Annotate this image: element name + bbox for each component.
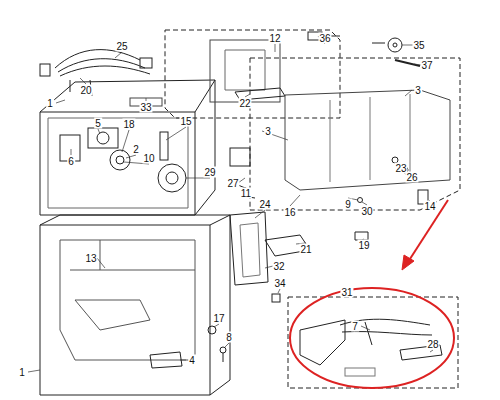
callout-number: 29 (203, 167, 216, 178)
callout-number: 16 (283, 207, 296, 218)
callout-number: 15 (179, 116, 192, 127)
callout-number: 34 (273, 278, 286, 289)
callout-number: 18 (122, 119, 135, 130)
callout-number: 31 (340, 287, 353, 298)
callout-number: 36 (318, 33, 331, 44)
callout-number: 30 (360, 206, 373, 217)
callout-number: 19 (357, 240, 370, 251)
callout-number: 25 (115, 41, 128, 52)
callout-number: 24 (258, 199, 271, 210)
callout-number: 32 (272, 261, 285, 272)
callout-number: 10 (142, 153, 155, 164)
callout-number: 35 (412, 40, 425, 51)
callout-number: 11 (240, 188, 252, 199)
callout-number: 26 (405, 172, 418, 183)
callout-number: 21 (299, 244, 312, 255)
callout-number: 13 (84, 253, 97, 264)
callout-number: 3 (414, 85, 422, 96)
callout-number: 8 (225, 332, 233, 343)
callout-number: 22 (238, 98, 251, 109)
callout-number: 12 (268, 33, 281, 44)
callout-number: 28 (426, 339, 439, 350)
callout-number: 27 (226, 178, 239, 189)
callout-number: 7 (351, 321, 359, 332)
callout-number: 1 (46, 98, 54, 109)
callout-number: 33 (139, 102, 152, 113)
callout-number: 9 (344, 199, 352, 210)
callout-number: 1 (18, 367, 26, 378)
callout-number: 4 (188, 355, 196, 366)
callout-number: 5 (94, 118, 102, 129)
callout-number: 6 (67, 156, 75, 167)
callout-number: 17 (212, 313, 225, 324)
callout-number: 37 (420, 60, 433, 71)
callout-number: 20 (79, 85, 92, 96)
callout-number: 2 (132, 144, 140, 155)
callout-number: 14 (423, 201, 436, 212)
callout-number: 3 (264, 126, 272, 137)
